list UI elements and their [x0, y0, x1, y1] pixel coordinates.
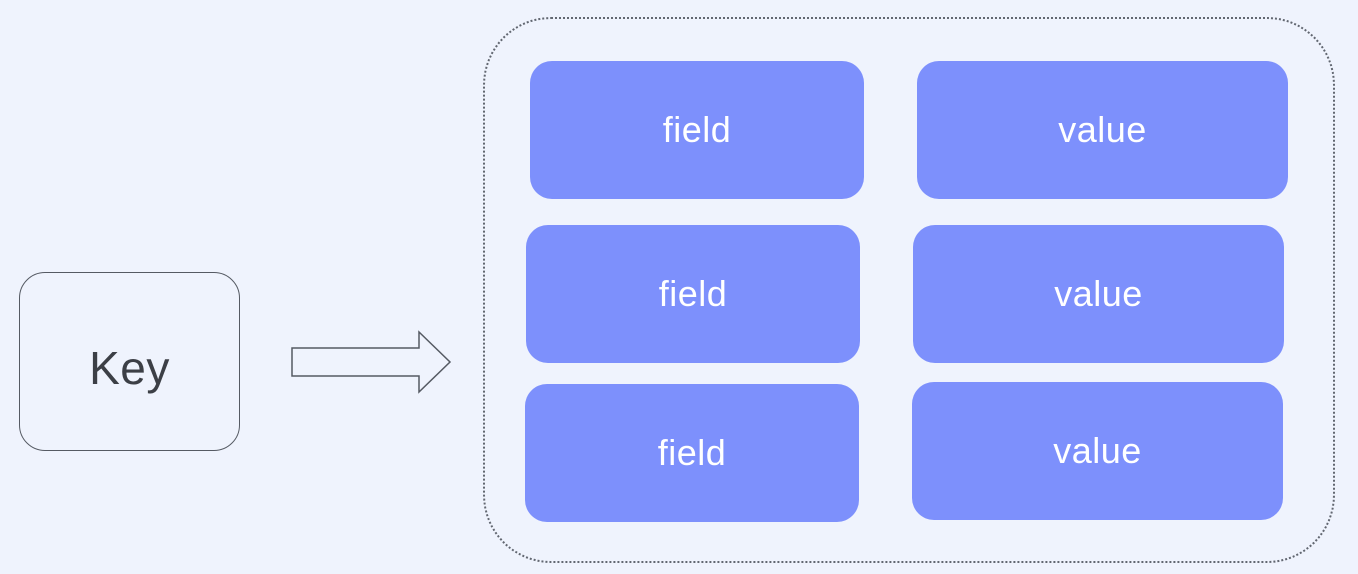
field-label: field: [662, 109, 732, 150]
field-cell-3: field: [525, 384, 859, 522]
field-cell-2: field: [526, 225, 860, 363]
hash-container: [483, 17, 1335, 563]
key-label: Key: [89, 341, 170, 394]
field-label: field: [658, 273, 728, 314]
field-label: field: [657, 432, 727, 473]
key-box: Key: [19, 272, 240, 451]
value-label: value: [1053, 430, 1142, 471]
value-cell-1: value: [917, 61, 1288, 199]
value-label: value: [1054, 273, 1143, 314]
value-cell-3: value: [912, 382, 1283, 520]
value-cell-2: value: [913, 225, 1284, 363]
value-label: value: [1058, 109, 1147, 150]
field-cell-1: field: [530, 61, 864, 199]
right-arrow-icon: [291, 330, 452, 394]
